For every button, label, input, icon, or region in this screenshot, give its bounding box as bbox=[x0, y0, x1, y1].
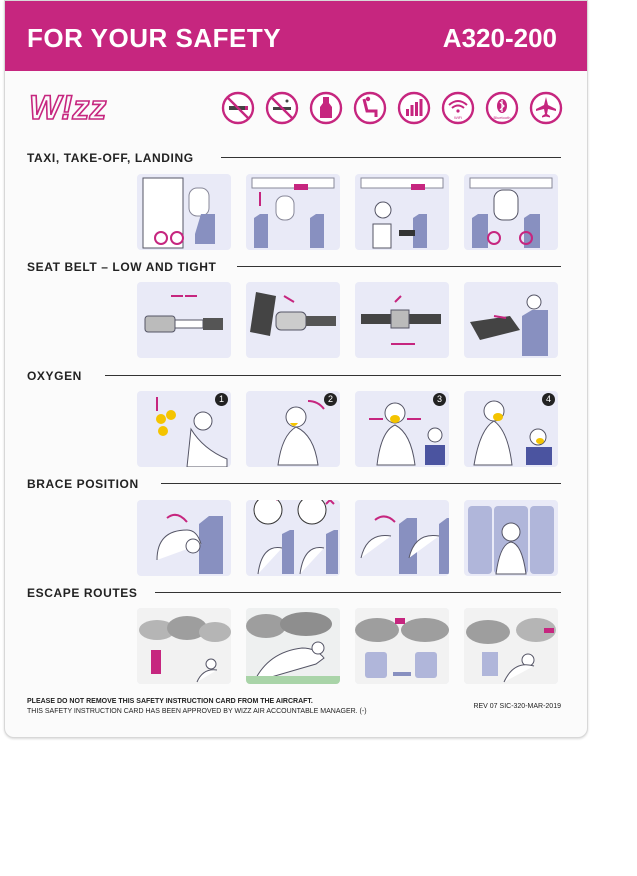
illustration-brace-front-view bbox=[464, 500, 558, 576]
revision-code: REV 07 SIC-320-MAR-2019 bbox=[473, 703, 561, 710]
card-title: FOR YOUR SAFETY bbox=[27, 23, 282, 53]
section-title-brace: BRACE POSITION bbox=[27, 477, 139, 491]
wizz-logo: W!zz bbox=[27, 87, 127, 129]
section-title-seat-belt: SEAT BELT – LOW AND TIGHT bbox=[27, 260, 217, 274]
illustration-seat-upright bbox=[137, 174, 231, 250]
safety-card: FOR YOUR SAFETY A320-200 W!zz bbox=[4, 0, 588, 738]
step-badge: 1 bbox=[215, 393, 228, 406]
card-header: FOR YOUR SAFETY A320-200 bbox=[5, 1, 587, 71]
step-badge: 4 bbox=[542, 393, 555, 406]
illustration-oxygen-step-4: 4 bbox=[464, 391, 558, 467]
illustration-belt-seated bbox=[464, 282, 558, 358]
illustration-belt-release bbox=[355, 282, 449, 358]
illustration-armrest bbox=[355, 174, 449, 250]
illustration-escape-smoke-1 bbox=[137, 608, 231, 684]
section-divider bbox=[105, 375, 561, 376]
footer-approval: THIS SAFETY INSTRUCTION CARD HAS BEEN AP… bbox=[27, 708, 367, 715]
illustration-tray-table bbox=[246, 174, 340, 250]
logo-text: W!zz bbox=[29, 89, 106, 127]
seat-recline-icon bbox=[353, 91, 387, 125]
step-badge: 2 bbox=[324, 393, 337, 406]
illustration-escape-aisle bbox=[355, 608, 449, 684]
illustration-oxygen-step-3: 3 bbox=[355, 391, 449, 467]
illustration-brace-arms bbox=[355, 500, 449, 576]
illustration-brace-comparison bbox=[246, 500, 340, 576]
wifi-label: WiFi bbox=[454, 115, 462, 120]
illustration-brace-forward bbox=[137, 500, 231, 576]
airplane-icon bbox=[529, 91, 563, 125]
section-divider bbox=[161, 483, 561, 484]
no-smoking-icon bbox=[221, 91, 255, 125]
illustration-escape-exit bbox=[464, 608, 558, 684]
illustration-belt-fasten bbox=[137, 282, 231, 358]
illustration-escape-crawl bbox=[246, 608, 340, 684]
wifi-icon: WiFi bbox=[441, 91, 475, 125]
illustration-window-shade bbox=[464, 174, 558, 250]
illustration-oxygen-step-2: 2 bbox=[246, 391, 340, 467]
section-title-escape: ESCAPE ROUTES bbox=[27, 586, 138, 600]
section-divider bbox=[155, 592, 561, 593]
illustration-oxygen-step-1: 1 bbox=[137, 391, 231, 467]
bluetooth-icon: Bluetooth bbox=[485, 91, 519, 125]
aircraft-type: A320-200 bbox=[442, 23, 557, 53]
bluetooth-label: Bluetooth bbox=[494, 115, 511, 120]
section-title-oxygen: OXYGEN bbox=[27, 369, 82, 383]
section-divider bbox=[237, 266, 561, 267]
illustration-belt-tighten bbox=[246, 282, 340, 358]
section-title-taxi: TAXI, TAKE-OFF, LANDING bbox=[27, 151, 194, 165]
step-badge: 3 bbox=[433, 393, 446, 406]
section-divider bbox=[221, 157, 561, 158]
no-alcohol-icon bbox=[309, 91, 343, 125]
no-e-cigarette-icon bbox=[265, 91, 299, 125]
footer-notice: PLEASE DO NOT REMOVE THIS SAFETY INSTRUC… bbox=[27, 698, 313, 705]
signal-bars-icon bbox=[397, 91, 431, 125]
